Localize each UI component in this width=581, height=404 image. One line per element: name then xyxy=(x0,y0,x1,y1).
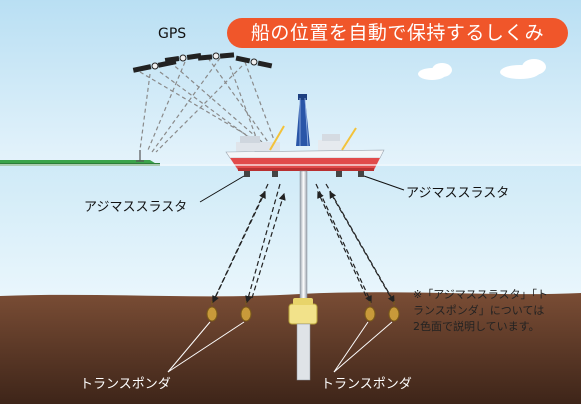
azimuth-thruster xyxy=(244,171,364,177)
drilling-ship xyxy=(225,94,385,171)
gps-satellite xyxy=(235,55,273,69)
derrick xyxy=(296,98,310,146)
cloud xyxy=(418,59,546,80)
note-line: 2色面で説明しています。 xyxy=(413,320,540,333)
explanatory-note: ※「アジマススラスタ」「ト ランスポンダ」については 2色面で説明しています。 xyxy=(413,287,579,335)
transponder xyxy=(240,301,252,322)
sea xyxy=(0,164,581,296)
transponder-label-right: トランスポンダ xyxy=(321,377,412,392)
gps-satellite xyxy=(197,52,235,61)
wellhead xyxy=(288,298,318,381)
transponder xyxy=(364,301,376,322)
thruster-label-left: アジマススラスタ xyxy=(84,200,188,215)
gps-label: GPS xyxy=(158,26,187,42)
gps-signal-lines xyxy=(139,57,275,153)
ship-hull xyxy=(230,158,380,170)
transponder xyxy=(388,301,400,322)
land-antenna xyxy=(136,150,144,162)
transponder-label-left: トランスポンダ xyxy=(80,377,171,392)
thruster-label-right: アジマススラスタ xyxy=(406,186,510,201)
seabed xyxy=(0,292,581,404)
transponder xyxy=(206,301,218,322)
acoustic-signal-lines xyxy=(212,183,395,304)
page-title: 船の位置を自動で保持するしくみ xyxy=(227,18,568,48)
note-line: ※「アジマススラスタ」「ト xyxy=(413,288,549,301)
note-line: ランスポンダ」については xyxy=(413,304,545,317)
gps-satellite xyxy=(164,53,202,63)
